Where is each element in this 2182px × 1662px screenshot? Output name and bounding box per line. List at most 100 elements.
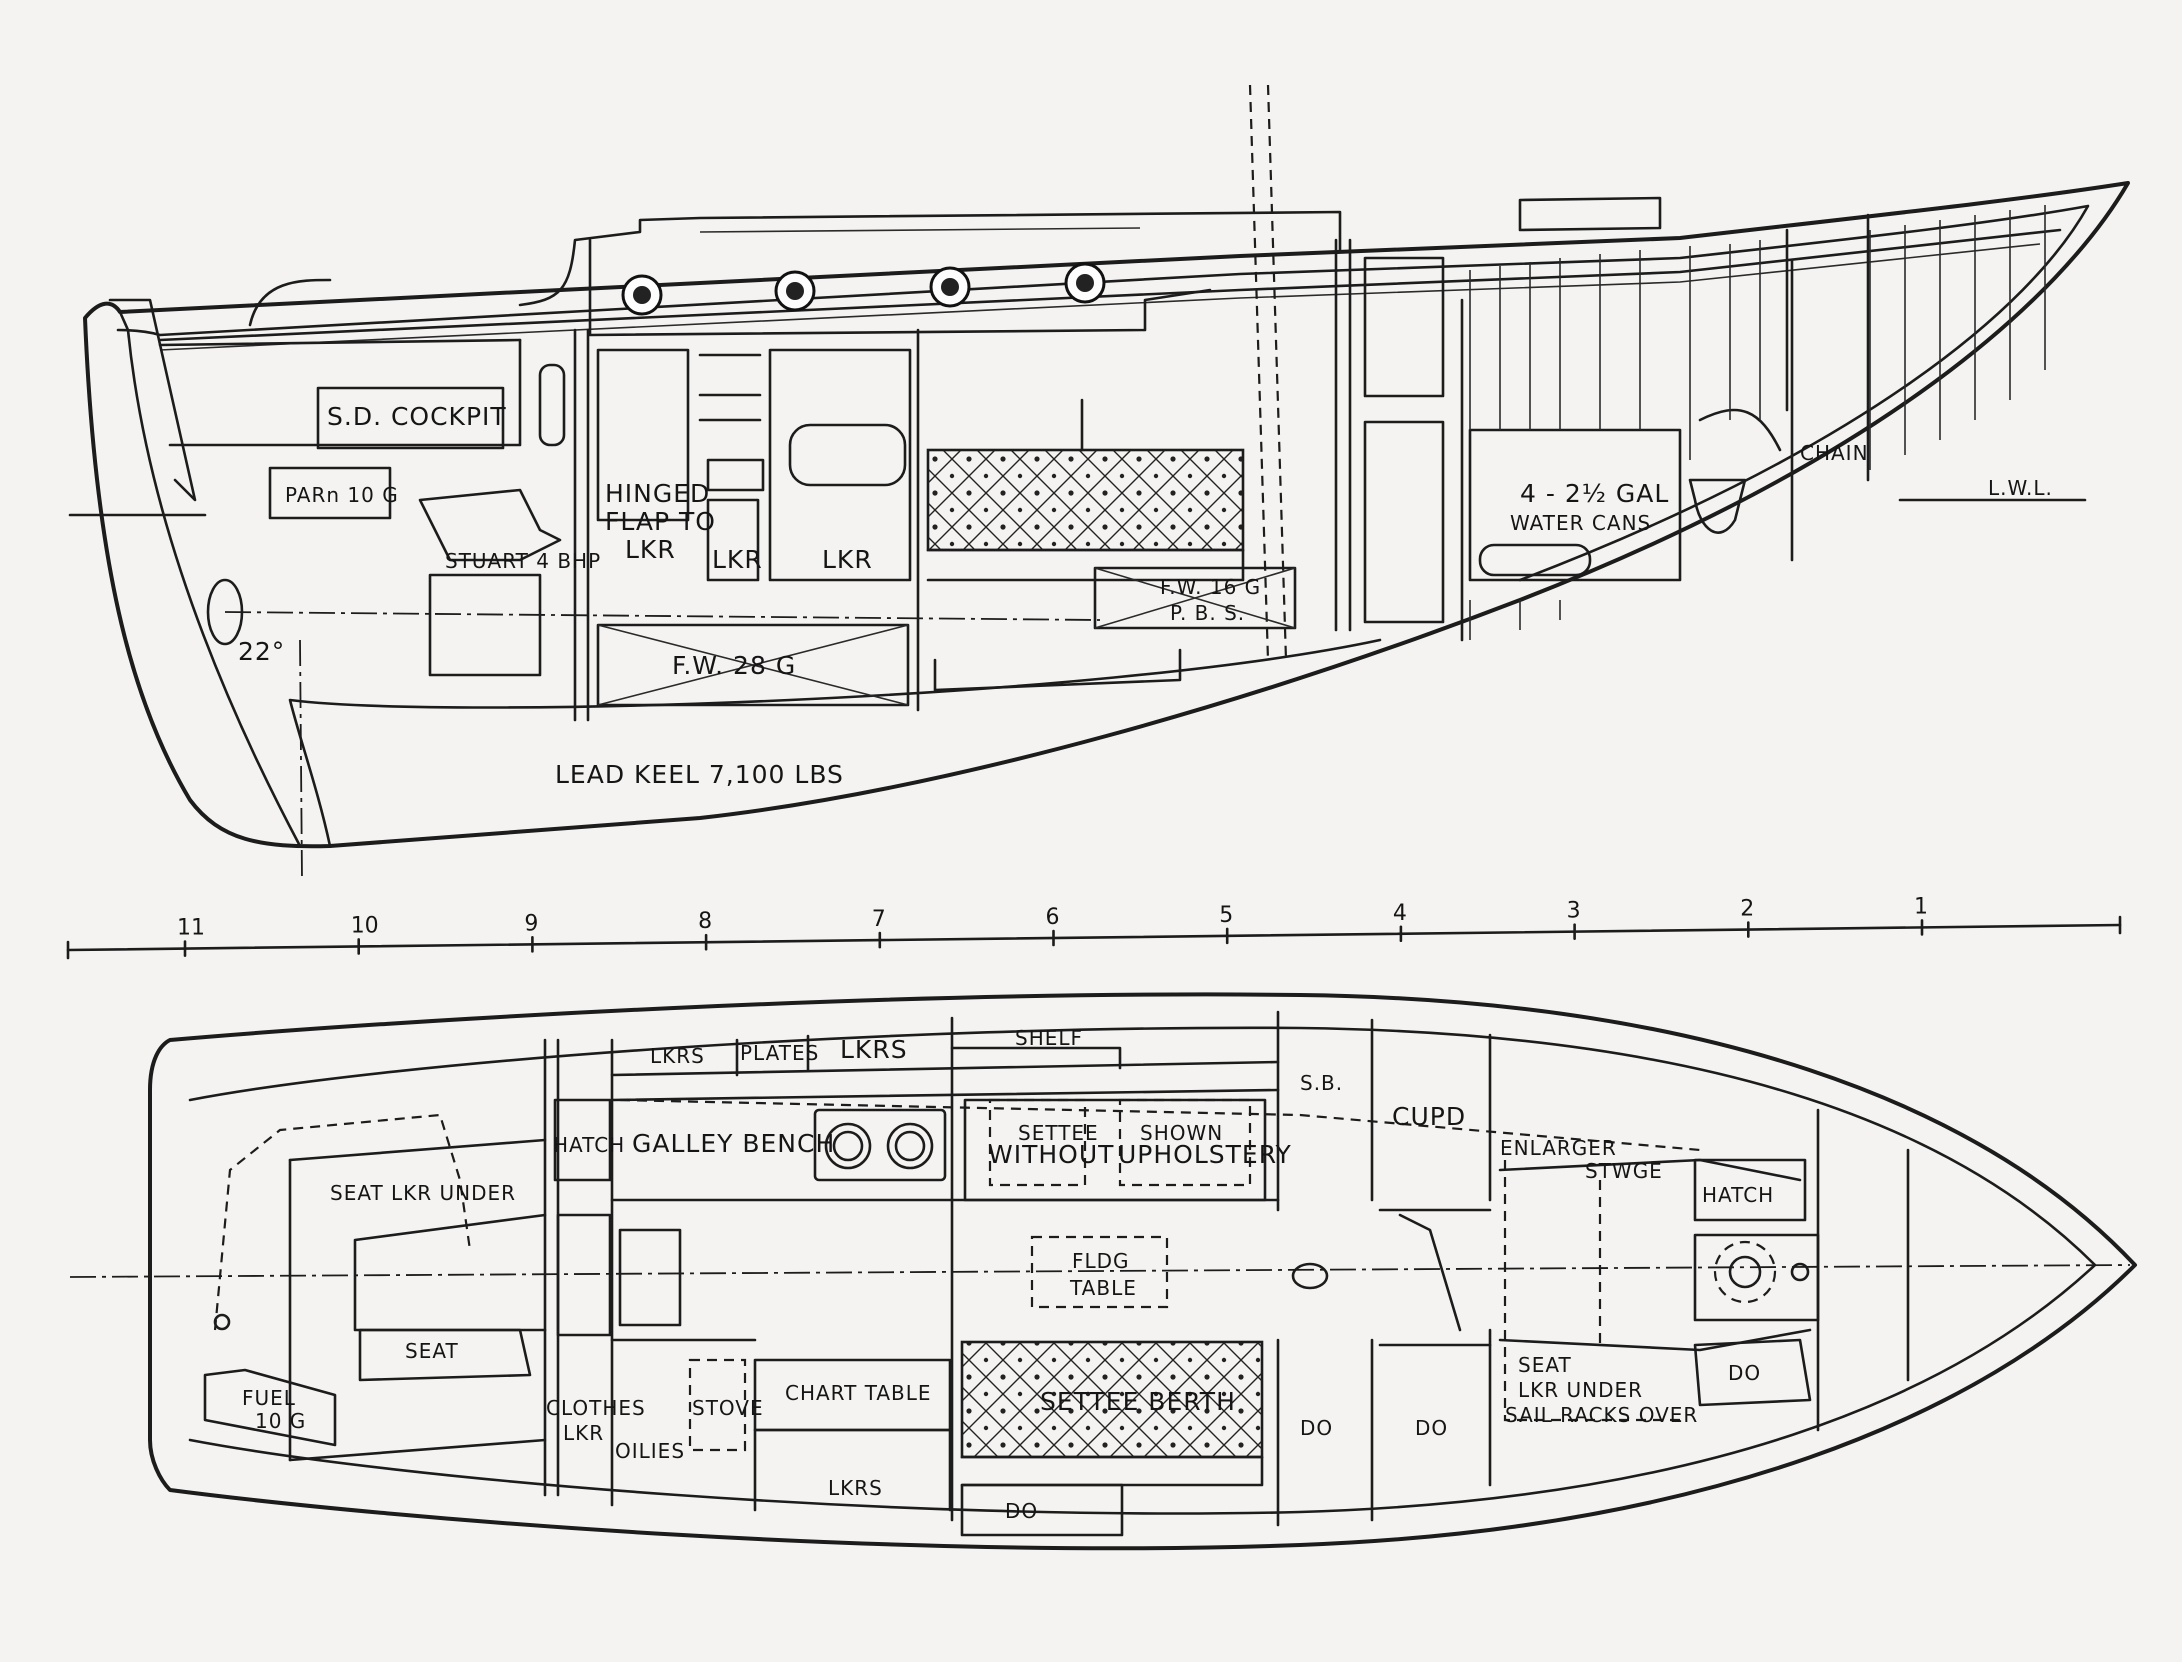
label-seat: SEAT xyxy=(405,1339,459,1363)
label-seat-fwd-3: SAIL RACKS OVER xyxy=(1505,1403,1698,1427)
label-fuel-2: 10 G xyxy=(255,1409,306,1433)
mast-line-1 xyxy=(1248,84,1270,661)
label-stove: STOVE xyxy=(692,1396,764,1420)
label-clothes-2: LKR xyxy=(563,1421,604,1445)
fore-hatch xyxy=(1518,196,1662,232)
windlass-inner xyxy=(1728,1255,1762,1289)
aft-rail xyxy=(248,278,332,327)
cockpit-coaming xyxy=(158,338,522,347)
label-fldg-2: TABLE xyxy=(1069,1276,1137,1300)
label-seat-lkr: SEAT LKR UNDER xyxy=(330,1181,516,1205)
label-settee-berth: SETTEE BERTH xyxy=(1040,1387,1236,1416)
plan-centreline xyxy=(69,1264,2131,1278)
settee-top-frame xyxy=(963,1098,1267,1202)
burner-2 xyxy=(886,1122,934,1170)
fuel-filler xyxy=(213,1313,231,1331)
station-label: 5 xyxy=(1219,903,1233,928)
locker-small xyxy=(706,498,760,582)
station-label: 11 xyxy=(177,916,205,941)
cockpit-seats xyxy=(288,1138,547,1462)
station-label: 6 xyxy=(1046,905,1060,930)
label-keel: LEAD KEEL 7,100 LBS xyxy=(555,760,844,789)
chart-lockers xyxy=(753,1428,952,1512)
settee-cushion-1 xyxy=(988,1098,1087,1187)
settee-profile xyxy=(926,448,1245,552)
mast-line-2 xyxy=(1266,84,1288,661)
profile-hull-outline xyxy=(83,181,2130,849)
label-seat-fwd-1: SEAT xyxy=(1518,1353,1572,1377)
stove-top xyxy=(813,1108,947,1182)
profile-hull-inner xyxy=(116,204,2090,582)
label-do-1: DO xyxy=(1005,1499,1038,1523)
stove-bottom xyxy=(688,1358,747,1452)
label-shown-1: SHOWN xyxy=(1140,1121,1223,1145)
label-water-cans-2: WATER CANS xyxy=(1510,511,1651,535)
label-locker-a: LKR xyxy=(712,545,763,574)
water-cans-compartment xyxy=(1468,428,1682,582)
label-hinged-3: LKR xyxy=(625,535,676,564)
chain-locker xyxy=(1785,213,1870,482)
hanging-locker-upper xyxy=(1363,256,1445,398)
sail-rack-dash xyxy=(1503,1160,1680,1422)
label-do-3: DO xyxy=(1415,1416,1448,1440)
coachroof xyxy=(518,210,1342,307)
floor-frames xyxy=(933,648,1182,692)
locker-main xyxy=(768,348,912,582)
rudder-axis xyxy=(299,639,303,881)
burner-1 xyxy=(824,1122,872,1170)
profile-view: S.D. COCKPIT PARn 10 G STUART 4 BHP HING… xyxy=(68,84,2130,881)
profile-keel-top xyxy=(288,638,1382,848)
tank-fw28 xyxy=(596,623,910,707)
label-do-2: DO xyxy=(1300,1416,1333,1440)
label-shown-2: UPHOLSTERY xyxy=(1118,1140,1292,1169)
station-label: 1 xyxy=(1914,894,1928,919)
coachroof-side xyxy=(588,238,1212,337)
paraffin-tank xyxy=(268,466,392,520)
profile-stern-line xyxy=(118,310,302,848)
seat-aft xyxy=(358,1328,532,1382)
label-hinged-2: FLAP TO xyxy=(605,507,716,536)
tiller-clamp xyxy=(538,363,566,447)
cockpit-dash-outline xyxy=(213,1113,472,1331)
shaft-line xyxy=(224,611,1101,621)
mast-step xyxy=(1291,1262,1329,1290)
water-can-drawer xyxy=(1478,543,1592,577)
folding-table xyxy=(1030,1235,1169,1309)
station-line xyxy=(66,923,2122,952)
station-label: 3 xyxy=(1567,899,1581,924)
station-label: 9 xyxy=(524,911,538,936)
label-enlarger: ENLARGER xyxy=(1500,1136,1617,1160)
label-fldg-1: FLDG xyxy=(1072,1249,1130,1273)
engine-bed xyxy=(428,573,542,677)
plan-hull-outline xyxy=(148,992,2137,1551)
engine xyxy=(418,488,562,562)
station-label: 7 xyxy=(872,907,886,932)
station-label: 8 xyxy=(698,909,712,934)
label-lkrs-bottom: LKRS xyxy=(828,1476,883,1500)
tank-fw16 xyxy=(1093,566,1297,630)
fuel-tank xyxy=(203,1368,337,1447)
station-label: 2 xyxy=(1740,897,1754,922)
label-sb: S.B. xyxy=(1300,1071,1343,1095)
label-fw28: F.W. 28 G xyxy=(672,651,796,680)
label-fuel-1: FUEL xyxy=(242,1386,296,1410)
locker-bottom xyxy=(960,1483,1124,1537)
locker-hinged xyxy=(596,348,690,522)
label-chart-table: CHART TABLE xyxy=(785,1381,932,1405)
label-cupd: CUPD xyxy=(1392,1102,1466,1131)
label-galley: GALLEY BENCH xyxy=(632,1129,835,1158)
wc-bowl xyxy=(1688,478,1747,534)
hanging-locker-lower xyxy=(1363,420,1445,624)
cockpit-well xyxy=(316,386,505,450)
label-lkrs-top2: LKRS xyxy=(840,1035,908,1064)
label-hinged-1: HINGED xyxy=(605,479,710,508)
label-settee-2: WITHOUT xyxy=(988,1140,1114,1169)
windlass-outer xyxy=(1713,1240,1777,1304)
wc-door xyxy=(1398,1213,1462,1332)
label-hatch-aft: HATCH xyxy=(553,1133,625,1157)
station-label: 10 xyxy=(351,913,379,938)
label-paraffin: PARn 10 G xyxy=(285,483,399,507)
label-chain: CHAIN xyxy=(1800,441,1869,465)
